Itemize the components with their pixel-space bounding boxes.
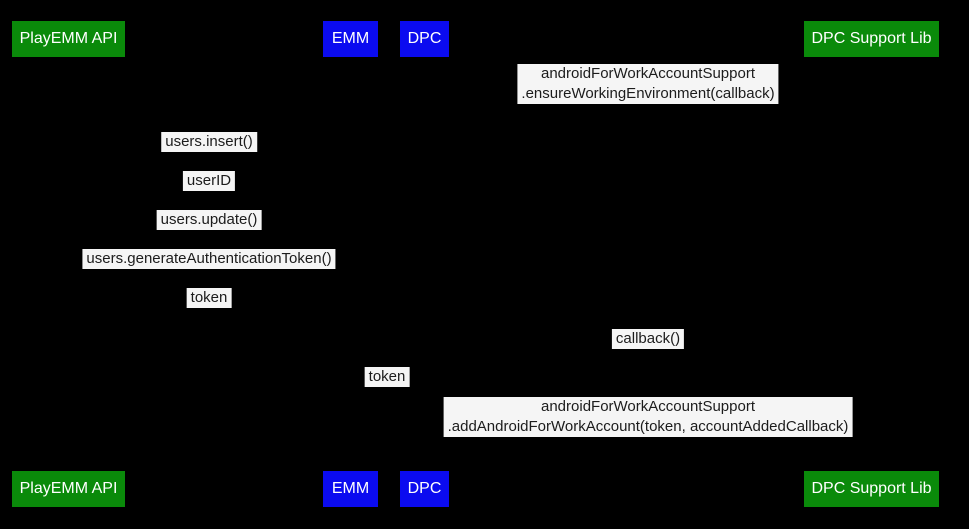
participant-label: DPC [407,30,442,47]
message-generate-authentication-token: users.generateAuthenticationToken() [82,249,336,269]
message-line: users.generateAuthenticationToken() [86,250,332,267]
message-add-android-for-work-account: androidForWorkAccountSupport .addAndroid… [443,397,853,437]
message-line: userID [186,172,232,189]
message-line: token [368,368,406,385]
message-userid: userID [182,171,236,191]
message-token-playemm-emm: token [186,288,232,308]
message-line: users.update() [160,211,258,228]
participant-label: PlayEMM API [19,480,118,497]
participant-playemm-api-bottom: PlayEMM API [12,471,125,507]
message-line: callback() [615,330,681,347]
participant-playemm-api-top: PlayEMM API [12,21,125,57]
message-users-update: users.update() [156,210,262,230]
participant-emm-bottom: EMM [323,471,378,507]
participant-label: PlayEMM API [19,30,118,47]
participant-dpc-support-lib-bottom: DPC Support Lib [804,471,939,507]
message-line: .ensureWorkingEnvironment(callback) [521,85,775,102]
participant-dpc-bottom: DPC [400,471,449,507]
participant-dpc-top: DPC [400,21,449,57]
participant-dpc-support-lib-top: DPC Support Lib [804,21,939,57]
participant-label: EMM [331,30,370,47]
message-callback: callback() [611,329,685,349]
message-users-insert: users.insert() [161,132,257,152]
message-token-emm-dpc: token [364,367,410,387]
participant-label: DPC [407,480,442,497]
message-line: users.insert() [165,133,253,150]
participant-label: EMM [331,480,370,497]
participant-label: DPC Support Lib [811,480,932,497]
message-line: androidForWorkAccountSupport [541,398,755,415]
participant-label: DPC Support Lib [811,30,932,47]
message-ensure-working-environment: androidForWorkAccountSupport .ensureWork… [517,64,779,104]
message-line: androidForWorkAccountSupport [540,65,755,82]
message-line: token [190,289,228,306]
participant-emm-top: EMM [323,21,378,57]
message-line: .addAndroidForWorkAccount(token, account… [447,418,849,435]
